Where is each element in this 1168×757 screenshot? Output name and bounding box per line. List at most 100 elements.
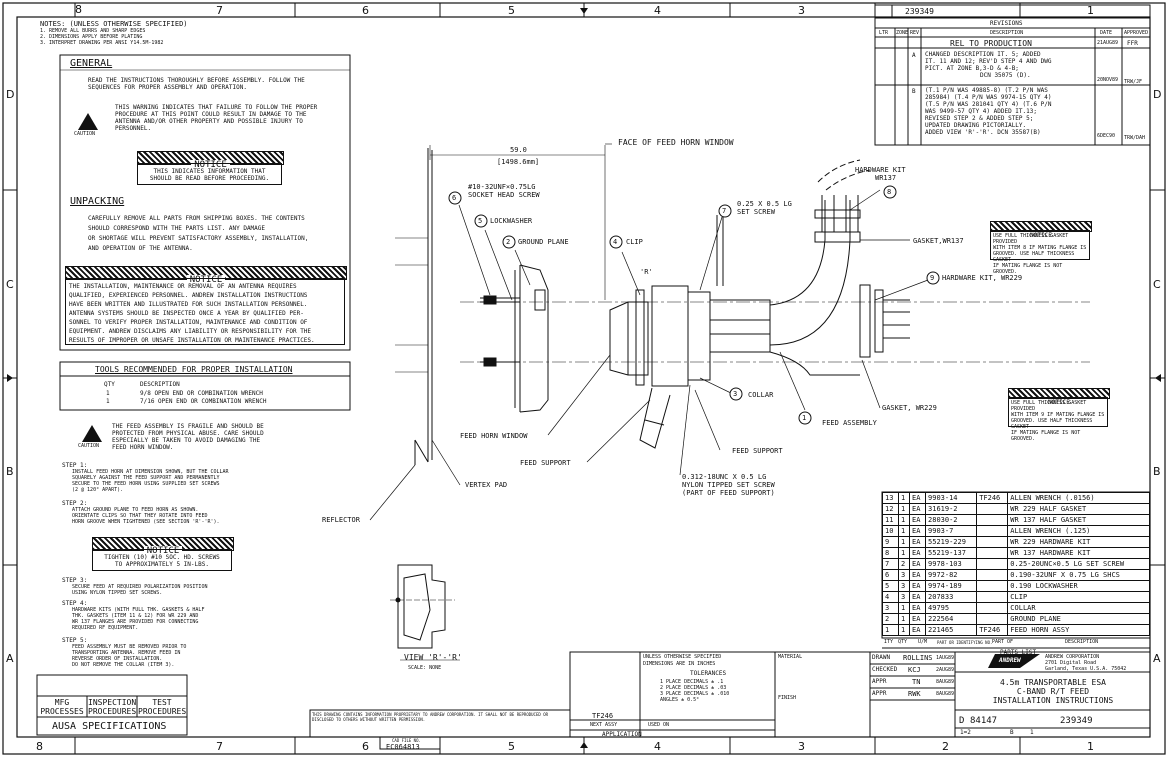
title-line: INSTALLATION INSTRUCTIONS [992, 696, 1114, 705]
balloon-9: 9 [930, 274, 935, 282]
notice-line: TIGHTEN (10) #10 SOC. HD. SCREWS [104, 554, 220, 561]
title-line: C-BAND R/T FEED [1016, 687, 1090, 696]
parts-part-of [976, 602, 1009, 614]
parts-number: 207833 [925, 591, 978, 603]
unpacking-line: SHOULD CORRESPOND WITH THE PARTS LIST. A… [88, 225, 266, 232]
balloon-7: 7 [722, 207, 727, 215]
warning-line: ANTENNA AND/OR OTHER PROPERTY AND POSSIB… [115, 118, 303, 125]
warning-line: PROCEDURE AT THIS POINT COULD RESULT IN … [115, 111, 307, 118]
rev-desc-line: (T.1 P/N WAS 49885-8) (T.2 P/N WAS [925, 87, 1048, 94]
notice-line: TO APPROXIMATELY 5 IN-LBS. [115, 561, 209, 568]
sig-role: DRAWN [872, 654, 891, 661]
zone-bottom-6: 6 [362, 740, 369, 753]
zone-top-4: 4 [654, 4, 661, 17]
rev-hdr: DESCRIPTION [990, 30, 1024, 36]
step-label: STEP 2: [62, 500, 88, 507]
parts-part-of: TF246 [976, 624, 1009, 636]
step-line: (2 @ 120° APART). [72, 487, 124, 493]
sheet-value: 1 [1030, 729, 1034, 736]
step-line: TRANSPORTING ANTENNA. REMOVE FEED IN [72, 650, 181, 656]
general-intro: READ THE INSTRUCTIONS THOROUGHLY BEFORE … [88, 77, 305, 91]
callout-feed-support-2: FEED SUPPORT [732, 447, 783, 455]
step-line: WR 137 FLANGES ARE PROVIDED FOR CONNECTI… [72, 619, 199, 625]
next-assy-value: TF246 [592, 712, 614, 720]
parts-part-of [976, 580, 1009, 592]
parts-hdr-part: PART OR IDENTIFYING NO. [937, 640, 993, 645]
step-line: SQUARELY AGAINST THE FEED SUPPORT AND PE… [72, 475, 220, 481]
step-3: STEP 3: SECURE FEED AT REQUIRED POLARIZA… [62, 577, 207, 596]
note-3: 3. INTERPRET DRAWING PER ANSI Y14.5M-198… [40, 40, 164, 46]
balloon-3: 3 [733, 390, 738, 398]
sig-role: APPR [872, 690, 887, 697]
notice-box-2: THE INSTALLATION, MAINTENANCE OR REMOVAL… [65, 278, 345, 345]
parts-number: 31619-2 [925, 503, 978, 515]
tolerance-line: UNLESS OTHERWISE SPECIFIED [643, 654, 722, 660]
note-2: 2. DIMENSIONS APPLY BEFORE PLATING [40, 34, 143, 40]
scale-value: 1=2 [960, 729, 971, 736]
parts-um: EA [908, 580, 927, 592]
zone-right-d: D [1153, 88, 1162, 101]
fscm-value: 84147 [970, 716, 998, 726]
parts-description: 0.190-32UNF X 0.75 LG SHCS [1007, 569, 1150, 581]
parts-um: EA [908, 536, 927, 548]
balloon-2: 2 [506, 238, 511, 246]
notice-line: QUALIFIED, EXPERIENCED PERSONNEL. ANDREW… [69, 292, 308, 299]
notice-box-3: TIGHTEN (10) #10 SOC. HD. SCREWS TO APPR… [92, 549, 232, 571]
step-line: HORN GROOVE WHEN TIGHTENED (SEE SECTION … [72, 519, 220, 525]
balloon-6: 6 [452, 194, 457, 202]
rev-desc-line: (T.5 P/N WAS 281041 QTY 4) (T.6 P/N [925, 101, 1052, 108]
warning-line: THIS WARNING INDICATES THAT FAILURE TO F… [115, 104, 318, 111]
parts-qty: 1 [898, 503, 910, 515]
rev-desc-line: IT. 11 AND 12; REV'D STEP 4 AND DWG [925, 58, 1052, 65]
parts-qty: 3 [898, 591, 910, 603]
callout-nylon-setscrew: 0.312-18UNC X 0.5 LG NYLON TIPPED SET SC… [682, 473, 775, 497]
callout-hardware-kit-137: HARDWARE KIT WR137 [855, 166, 906, 182]
step-5: STEP 5: FEED ASSEMBLY MUST BE REMOVED PR… [62, 637, 186, 668]
parts-item: 6 [881, 569, 900, 581]
parts-part-of [976, 569, 1009, 581]
tools-row-qty: 1 [106, 390, 110, 397]
rev-hdr: ZONE [896, 30, 909, 36]
parts-item: 12 [881, 503, 900, 515]
parts-number: 221465 [925, 624, 978, 636]
sig-date: 1AUG89 [936, 655, 955, 661]
gasket-note-2: USE FULL THICKNESS GASKET PROVIDED WITH … [1008, 397, 1108, 442]
step-2: STEP 2: ATTACH GROUND PLANE TO FEED HORN… [62, 500, 220, 525]
step-label: STEP 4: [62, 600, 88, 607]
zone-bottom-8: 8 [36, 740, 43, 753]
rev-title: REVISIONS [990, 20, 1023, 27]
rev-row-date: 6DEC90 [1097, 133, 1116, 139]
callout-ground-plane: GROUND PLANE [518, 238, 569, 246]
parts-um: EA [908, 514, 927, 526]
cad-file-label: CAD FILE NO. [392, 738, 421, 743]
parts-part-of [976, 613, 1009, 625]
notes-block: NOTES: (UNLESS OTHERWISE SPECIFIED) 1. R… [40, 20, 188, 46]
parts-item: 2 [881, 613, 900, 625]
rev-desc-line: 285984) (T.4 P/N WAS 9974-15 QTY 4) [925, 94, 1052, 101]
parts-qty: 1 [898, 525, 910, 537]
sig-date: 2AUG89 [936, 667, 955, 673]
zone-right-a: A [1153, 652, 1161, 665]
zone-bottom-1: 1 [1087, 740, 1094, 753]
tolerance-line: 1 PLACE DECIMALS ± .1 [660, 679, 724, 685]
parts-number: 49795 [925, 602, 978, 614]
parts-item: 5 [881, 580, 900, 592]
step-line: FEED ASSEMBLY MUST BE REMOVED PRIOR TO [72, 644, 187, 650]
used-on-label: USED ON [648, 722, 670, 728]
sig-name: RWK [908, 690, 921, 698]
general-intro-line: READ THE INSTRUCTIONS THOROUGHLY BEFORE … [88, 77, 305, 84]
rev-row-date: 21AUG89 [1097, 40, 1119, 46]
parts-item: 8 [881, 547, 900, 559]
zone-top-3: 3 [798, 4, 805, 17]
parts-um: EA [908, 624, 927, 636]
parts-list-title: PARTS LIST [1000, 649, 1037, 656]
parts-number: 9903-7 [925, 525, 978, 537]
zone-bottom-3: 3 [798, 740, 805, 753]
rev-dwg-number: 239349 [905, 7, 934, 16]
notice-title: NOTICE [1027, 232, 1055, 239]
parts-description: ALLEN WRENCH (.125) [1007, 525, 1150, 537]
